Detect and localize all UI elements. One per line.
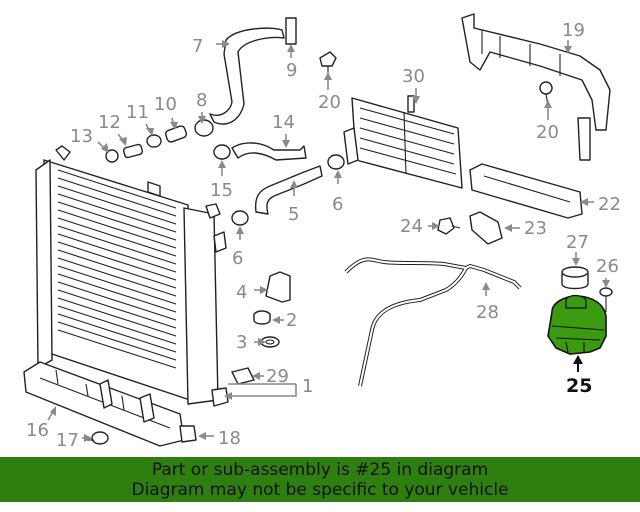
callout-6-lower: 6 [232,248,243,269]
banner-line-disclaimer: Diagram may not be specific to your vehi… [131,480,509,500]
callout-18: 18 [218,428,241,449]
callout-11: 11 [126,102,149,123]
callout-6-upper: 6 [332,194,343,215]
callout-26: 26 [596,256,619,277]
callout-30: 30 [402,66,425,87]
callout-2: 2 [286,310,297,331]
air-shutter [343,95,463,189]
grommet [253,310,271,325]
callout-leaders [47,40,610,442]
callout-22: 22 [598,194,621,215]
callout-3: 3 [236,332,247,353]
bracket-4 [265,271,291,303]
bracket-23 [469,211,503,245]
banner-line-part: Part or sub-assembly is #25 in diagram [151,460,489,480]
air-deflector [469,163,583,219]
callout-8: 8 [196,90,207,111]
bolt-26 [599,287,613,312]
callout-17: 17 [56,430,79,451]
info-banner: Part or sub-assembly is #25 in diagram D… [0,457,640,502]
callout-12: 12 [98,112,121,133]
callout-15: 15 [210,180,233,201]
reservoir-cap [561,266,589,290]
callout-9: 9 [286,60,297,81]
bolt-24 [437,217,461,235]
clip [285,17,297,45]
callout-7: 7 [192,36,203,57]
sensor [231,367,255,385]
callout-4: 4 [236,282,247,303]
clip-18 [179,425,197,443]
upper-hose [209,27,285,125]
callout-10: 10 [154,94,177,115]
callout-24: 24 [400,216,423,237]
callout-23: 23 [524,218,547,239]
hose-5 [254,165,323,215]
bolt-20 [539,81,553,107]
callout-19: 19 [562,20,585,41]
callout-20: 20 [536,122,559,143]
callout-13: 13 [70,126,93,147]
radiator [35,145,229,407]
upper-bracket [461,13,611,161]
callout-labels: 7 9 20 30 19 20 8 10 11 12 13 14 15 5 6 … [26,20,621,451]
callout-21: 20 [318,92,341,113]
coolant-reservoir [547,294,607,355]
callout-27: 27 [566,232,589,253]
callout-29: 29 [266,366,289,387]
callout-1: 1 [302,376,313,397]
hose-14 [231,142,307,161]
callout-5: 5 [288,204,299,225]
callout-16: 16 [26,420,49,441]
parts-diagram: 7 9 20 30 19 20 8 10 11 12 13 14 15 5 6 … [23,13,621,451]
callout-28: 28 [476,302,499,323]
lower-deflector [23,361,185,447]
callout-14: 14 [272,112,295,133]
small-fittings [105,119,214,163]
callout-25: 25 [566,375,592,397]
